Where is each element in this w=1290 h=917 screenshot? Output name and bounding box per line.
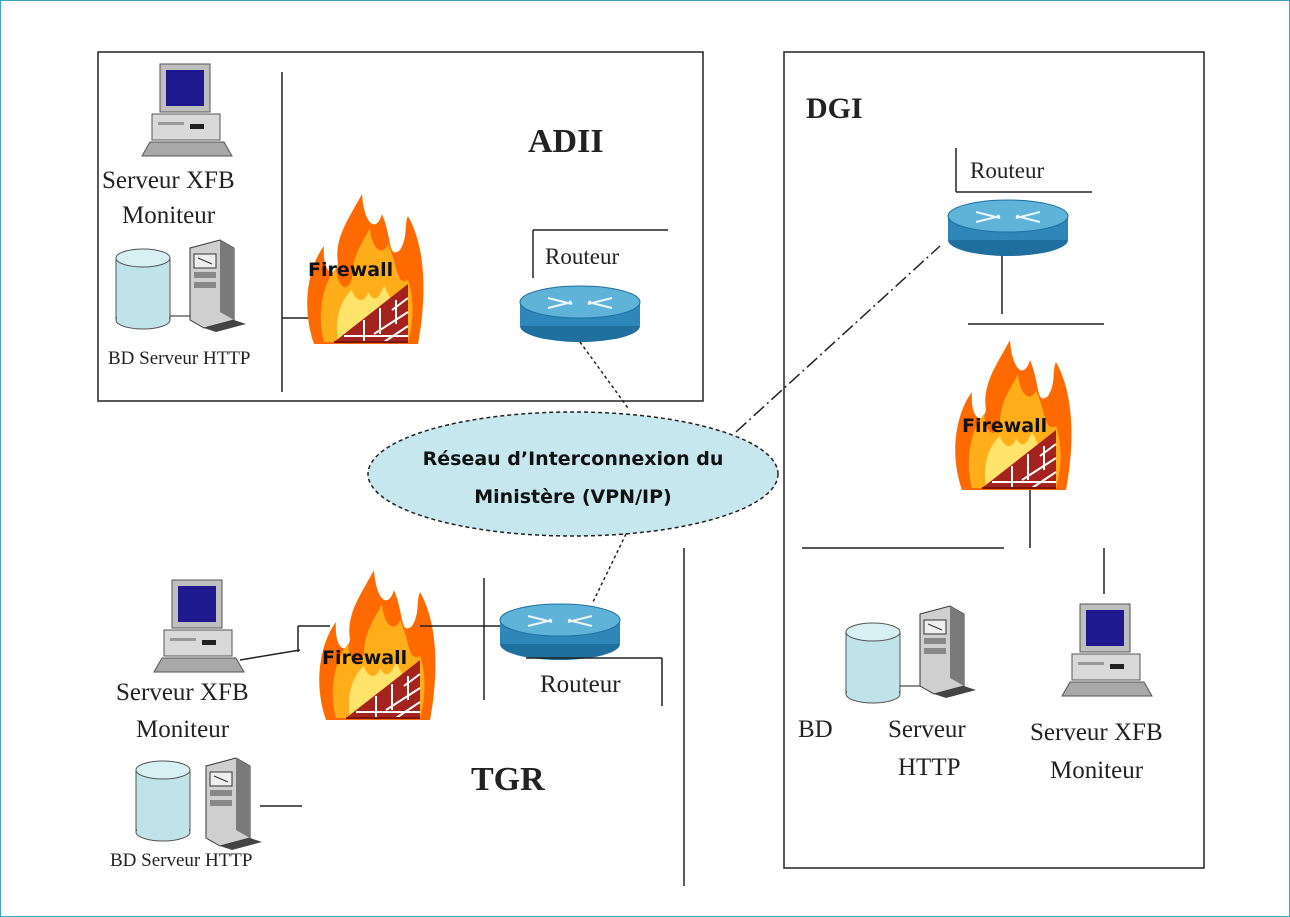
computer-icon bbox=[1061, 603, 1153, 697]
computer-icon bbox=[141, 63, 233, 157]
zone-title-tgr: TGR bbox=[471, 761, 545, 798]
zone-title-adii: ADII bbox=[528, 123, 604, 160]
dgi-router-label: Routeur bbox=[970, 158, 1044, 183]
network-title-line1: Réseau d’Interconnexion du bbox=[423, 448, 724, 470]
adii-router-label: Routeur bbox=[545, 244, 619, 269]
adii-firewall-label: Firewall bbox=[308, 259, 393, 281]
dgi-http-label: HTTP bbox=[898, 754, 961, 781]
tgr-router-label: Routeur bbox=[540, 671, 621, 698]
adii-serveur-xfb-label: Serveur XFB bbox=[102, 167, 235, 194]
firewall-icon bbox=[318, 569, 437, 721]
tgr-moniteur-label: Moniteur bbox=[136, 716, 230, 743]
adii-bd-serveur-http-label: BD Serveur HTTP bbox=[108, 348, 250, 369]
dgi-serveur-label: Serveur bbox=[888, 716, 966, 743]
adii-moniteur-label: Moniteur bbox=[122, 202, 216, 229]
database-icon bbox=[845, 622, 901, 704]
dgi-serveur-xfb-label: Serveur XFB bbox=[1030, 719, 1163, 746]
adii-zone-box bbox=[97, 51, 704, 402]
database-icon bbox=[115, 248, 171, 330]
ministry-network-cloud bbox=[367, 411, 779, 537]
router-icon bbox=[519, 285, 641, 343]
router-icon bbox=[499, 603, 621, 661]
zone-title-dgi: DGI bbox=[806, 92, 863, 125]
server-tower-icon bbox=[189, 239, 247, 333]
server-tower-icon bbox=[919, 605, 977, 699]
tgr-serveur-xfb-label: Serveur XFB bbox=[116, 679, 249, 706]
dgi-moniteur-label: Moniteur bbox=[1050, 757, 1144, 784]
tgr-firewall-label: Firewall bbox=[322, 647, 407, 669]
tgr-bd-serveur-http-label: BD Serveur HTTP bbox=[110, 850, 252, 871]
dgi-bd-label: BD bbox=[798, 716, 833, 743]
server-tower-icon bbox=[205, 757, 263, 851]
router-icon bbox=[947, 199, 1069, 257]
database-icon bbox=[135, 760, 191, 842]
computer-icon bbox=[153, 579, 245, 673]
network-title-line2: Ministère (VPN/IP) bbox=[474, 486, 671, 508]
dgi-firewall-label: Firewall bbox=[962, 415, 1047, 437]
dgi-zone-box bbox=[783, 51, 1205, 869]
